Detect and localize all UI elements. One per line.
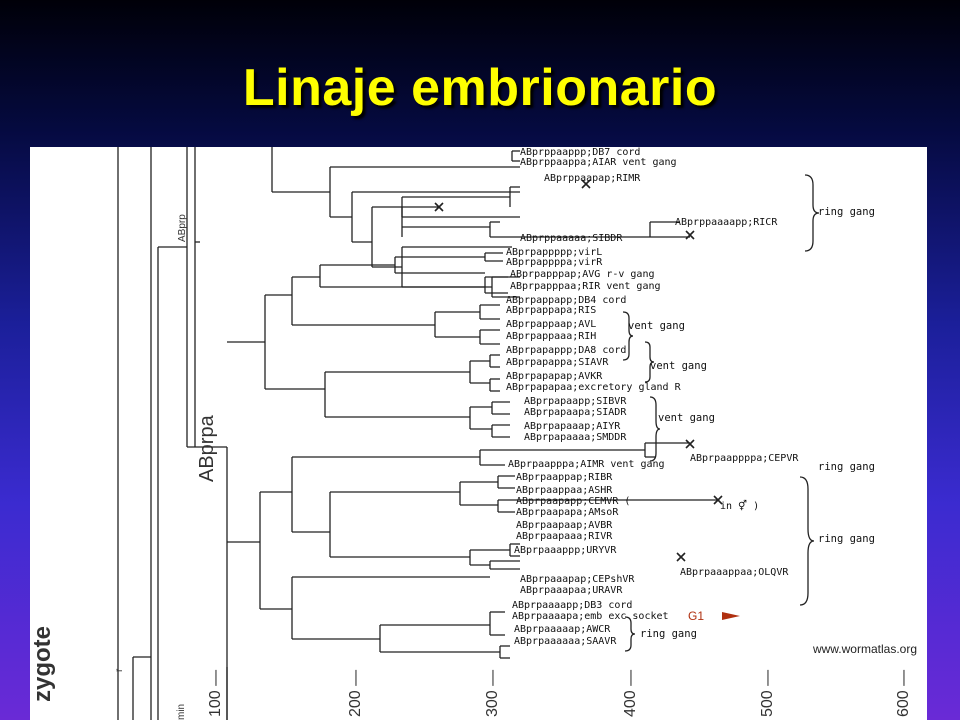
axis-tick-label: 400 —: [622, 670, 639, 717]
leaf-label: ABprpapppaa;RIR vent gang: [510, 281, 661, 292]
source-credit: www.wormatlas.org: [812, 642, 917, 656]
leaf-label: ABprpapaapp;SIBVR: [524, 396, 627, 407]
leaf-label: ABprpaapaap;AVBR: [516, 520, 613, 531]
cell-death-markers: [434, 179, 723, 562]
leaf-label: ABprpapaaap;AIYR: [524, 421, 621, 432]
leaf-label: ABprpappppa;virR: [506, 257, 603, 268]
group-label-group: ring gang vent gang vent gang vent gang ring…: [628, 206, 875, 640]
hermaphrodite-note: in ⚥ ): [720, 499, 759, 512]
axis-tick-label: 200 —: [347, 670, 364, 717]
leaf-label: ABprppaapap;RIMR: [544, 173, 641, 184]
leaf-label: ABprpapaapa;SIADR: [524, 407, 627, 418]
leaf-label: ABprpappaap;AVL: [506, 319, 596, 330]
leaf-label: ABprpapappp;DA8 cord: [506, 345, 626, 356]
ganglion-group-label: ring gang: [818, 206, 875, 218]
leaf-label: ABprpaapaaa;RIVR: [516, 531, 613, 542]
leaf-label: ABprpapppap;AVG r-v gang: [510, 269, 655, 280]
axis-tick-label: 300 —: [484, 670, 501, 717]
g1-arrow: [722, 612, 740, 620]
leaf-label: ABprpaappap;RIBR: [516, 472, 613, 483]
leaf-label: ABprpaaaaaa;SAAVR: [514, 636, 617, 647]
leaf-label: ABprpaaapap;CEPshVR: [520, 574, 635, 585]
leaf-label: ABprpaaaaap;AWCR: [514, 624, 611, 635]
leaf-label: ABprpaappppa;CEPVR: [690, 453, 799, 464]
leaf-label: ABprpappapp;DB4 cord: [506, 295, 626, 306]
leaf-label: ABprpaaappaa;OLQVR: [680, 567, 789, 578]
leaf-label: ABprpaapapp;CEMVR (: [516, 496, 630, 507]
leaf-label: ABprpappppp;virL: [506, 247, 602, 258]
r-label: r: [114, 668, 125, 672]
leaf-label: ABprpappaaa;RIH: [506, 331, 596, 342]
axis-unit-label: min: [176, 704, 187, 720]
abprpa-label: ABprpa: [196, 414, 218, 482]
g1-label: G1: [688, 609, 704, 623]
leaf-label: ABprpaappaa;ASHR: [516, 485, 613, 496]
leaf-label: ABprpaaaapa;emb exc socket: [512, 611, 669, 622]
ganglion-group-label: vent gang: [650, 360, 707, 372]
time-axis-ticks: 100 — 200 — 300 — 400 — 500 — 600 —: [207, 670, 912, 717]
ganglion-group-label: ring gang: [640, 628, 697, 640]
axis-tick-label: 600 —: [895, 670, 912, 717]
axis-tick-label: 500 —: [759, 670, 776, 717]
leaf-label: ABprpaaappp;URYVR: [514, 545, 617, 556]
slide-title: Linaje embrionario: [242, 59, 718, 117]
leaf-label: ABprpaaaapp;DB3 cord: [512, 600, 632, 611]
leaf-label: ABprppaaaapp;RICR: [675, 217, 778, 228]
ganglion-group-label: ring gang: [818, 533, 875, 545]
ganglion-group-label: ring gang: [818, 461, 875, 473]
leaf-label: ABprpaaapaa;URAVR: [520, 585, 623, 596]
leaf-label: ABprpapapap;AVKR: [506, 371, 603, 382]
leaf-label: ABprpapappa;SIAVR: [506, 357, 609, 368]
zygote-label: zygote: [30, 626, 56, 702]
leaf-label: ABprppaappp;DB7 cord: [520, 147, 640, 158]
axis-tick-label: 100 —: [207, 670, 224, 717]
ganglion-group-label: vent gang: [628, 320, 685, 332]
leaf-label: ABprpaapapa;AMsoR: [516, 507, 619, 518]
tree-branches: [117, 147, 820, 720]
leaf-label: ABprpaapppa;AIMR vent gang: [508, 459, 665, 470]
ganglion-group-label: vent gang: [658, 412, 715, 424]
leaf-label: ABprppaaaaa;SIBDR: [520, 233, 623, 244]
leaf-label: ABprpapaaaa;SMDDR: [524, 432, 627, 443]
leaf-label: ABprpappapa;RIS: [506, 305, 596, 316]
leaf-label: ABprppaappa;AIAR vent gang: [520, 157, 677, 168]
leaf-label: ABprpapapaa;excretory gland R: [506, 382, 682, 393]
abprp-label: ABprp: [177, 214, 188, 242]
